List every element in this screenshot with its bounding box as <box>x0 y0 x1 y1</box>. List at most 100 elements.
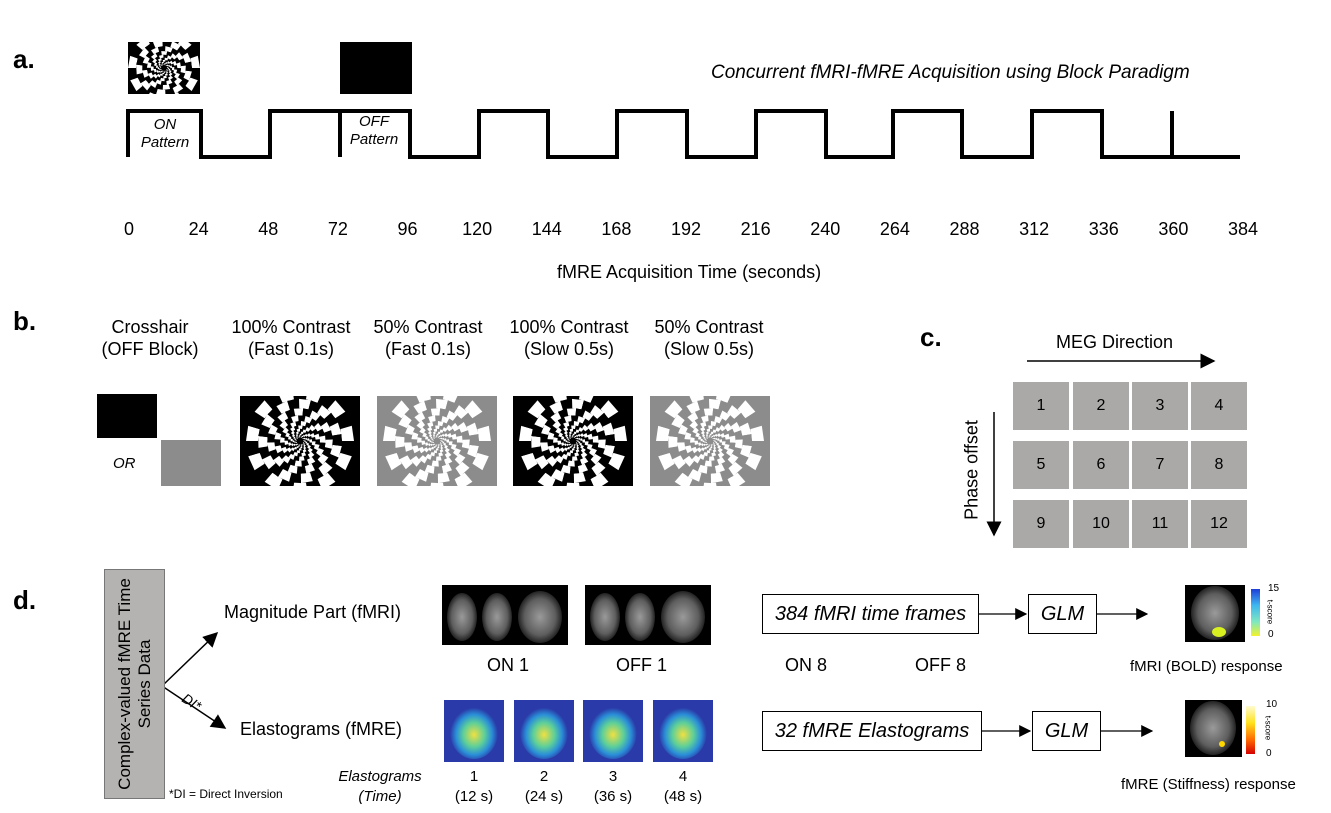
checker-segment <box>705 440 707 442</box>
checker-segment <box>709 398 721 410</box>
checker-segment <box>304 444 309 449</box>
checker-segment <box>309 439 312 443</box>
checker-segment <box>167 58 172 63</box>
checker-segment <box>715 437 718 440</box>
checker-segment <box>284 440 289 445</box>
checker-segment <box>541 449 553 460</box>
checker-segment <box>574 435 577 438</box>
checker-segment <box>739 422 752 436</box>
checker-segment <box>706 446 709 449</box>
checker-segment <box>572 398 584 410</box>
checker-segment <box>425 435 429 440</box>
checker-segment <box>664 463 683 482</box>
caption-line1: 50% Contrast <box>654 317 764 337</box>
elastogram-time-3: 3 (36 s) <box>585 767 641 807</box>
caption-50-fast: 50% Contrast (Fast 0.1s) <box>357 316 499 360</box>
checker-segment <box>443 443 447 446</box>
checker-segment <box>301 443 303 446</box>
checker-segment <box>699 450 705 455</box>
checker-segment <box>292 442 295 445</box>
checker-segment <box>395 446 408 460</box>
checker-segment <box>694 440 699 445</box>
checker-segment <box>711 445 715 448</box>
checker-segment <box>174 65 178 70</box>
checker-segment <box>717 447 723 454</box>
checker-segment <box>569 446 572 449</box>
checker-segment <box>677 406 692 421</box>
checker-segment <box>410 455 422 467</box>
checker-segment <box>577 440 579 443</box>
checker-segment <box>411 445 420 454</box>
checker-segment <box>579 435 583 439</box>
checker-segment <box>422 432 427 438</box>
checker-segment <box>711 443 713 446</box>
checker-segment <box>299 444 301 446</box>
checker-segment <box>437 445 440 447</box>
checker-segment <box>597 412 611 427</box>
checker-segment <box>690 431 697 438</box>
checker-segment <box>161 71 164 73</box>
checker-segment <box>575 449 580 453</box>
checker-segment <box>712 436 715 439</box>
checker-segment <box>577 463 588 474</box>
checker-segment <box>716 435 720 439</box>
checker-segment <box>152 58 157 64</box>
checker-segment <box>698 435 702 440</box>
checker-segment <box>422 408 433 419</box>
checker-segment <box>274 439 281 447</box>
checker-segment <box>577 450 583 456</box>
time-tick-label: 72 <box>327 219 348 239</box>
checker-segment <box>442 427 448 432</box>
checker-segment <box>677 433 686 443</box>
checker-segment <box>442 439 445 442</box>
checker-segment <box>385 452 402 471</box>
checker-segment <box>577 416 586 424</box>
checker-segment <box>287 464 298 474</box>
checker-segment <box>431 442 434 445</box>
checker-segment <box>696 447 702 453</box>
checker-segment <box>437 431 441 435</box>
checker-segment <box>540 442 549 452</box>
checker-segment <box>157 72 161 75</box>
checker-segment <box>728 461 743 476</box>
checker-segment <box>703 443 706 447</box>
checker-segment <box>710 436 713 438</box>
checker-segment <box>340 441 354 457</box>
checker-segment <box>576 443 578 446</box>
time-tick-label: 168 <box>601 219 632 239</box>
checker-segment <box>708 415 716 422</box>
panel-d-label: d. <box>13 585 37 615</box>
checker-segment <box>590 472 609 486</box>
checker-segment <box>300 445 303 447</box>
checker-segment <box>568 421 574 426</box>
checker-segment <box>296 446 299 449</box>
checker-segment <box>430 429 435 433</box>
checker-segment <box>136 73 146 84</box>
checker-segment <box>584 437 589 442</box>
checker-segment <box>712 444 714 447</box>
checker-segment <box>579 479 594 486</box>
checker-segment <box>431 438 434 440</box>
checker-segment <box>561 453 568 460</box>
checker-segment <box>262 455 276 470</box>
checker-segment <box>574 443 576 446</box>
caption-line2: (Slow 0.5s) <box>523 339 615 359</box>
checker-segment <box>300 431 304 435</box>
checker-segment <box>572 444 574 446</box>
checker-segment <box>317 453 329 465</box>
checker-segment <box>163 70 165 72</box>
checker-segment <box>160 68 162 71</box>
checker-segment <box>150 76 158 83</box>
checker-segment <box>162 72 165 75</box>
checker-segment <box>151 70 156 76</box>
caption-crosshair: Crosshair (OFF Block) <box>90 316 210 360</box>
checker-segment <box>165 73 168 76</box>
checker-segment <box>167 61 171 64</box>
checker-segment <box>578 439 581 442</box>
checker-segment <box>309 410 321 421</box>
checker-segment <box>298 415 306 422</box>
checker-segment <box>576 454 583 461</box>
checker-segment <box>583 444 588 450</box>
checker-segment <box>428 433 433 438</box>
caption-line1: 50% Contrast <box>373 317 483 337</box>
